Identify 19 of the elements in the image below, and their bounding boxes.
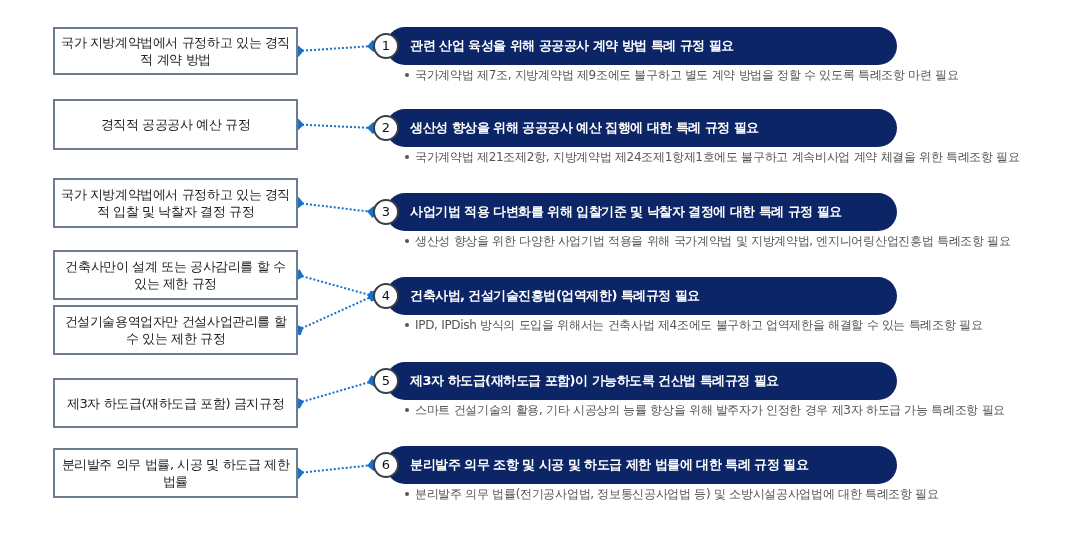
detail-note: 국가계약법 제21조제2항, 지방계약법 제24조제1항제1호에도 불구하고 계속비사업 계약 체결을 위한 특례조항 필요 (415, 149, 1020, 166)
requirement-heading: 제3자 하도급(재하도급 포함)이 가능하도록 건산법 특례규정 필요 (410, 372, 779, 391)
rule-text: 경직적 공공공사 예산 규정 (100, 116, 251, 133)
rule-text: 국가 지방계약법에서 규정하고 있는 경직적 계약 방법 (59, 34, 292, 68)
detail-note: 스마트 건설기술의 활용, 기타 시공상의 능률 향상을 위해 발주자가 인정한 경우 제3자 하도급 가능 특례조항 필요 (415, 402, 1006, 419)
requirement-heading: 생산성 향상을 위해 공공공사 예산 집행에 대한 특례 규정 필요 (410, 119, 759, 138)
detail-note: IPD, IPDish 방식의 도입을 위해서는 건축사법 제4조에도 불구하고 업역제한을 해결할 수 있는 특례조항 필요 (415, 317, 983, 334)
rule-text: 분리발주 의무 법률, 시공 및 하도급 제한 법률 (60, 456, 291, 490)
rule-text: 국가 지방계약법에서 규정하고 있는 경직적 입찰 및 낙찰자 결정 규정 (59, 186, 292, 220)
rule-text: 건축사만이 설계 또는 공사감리를 할 수 있는 제한 규정 (64, 258, 287, 292)
requirement-heading: 관련 산업 육성을 위해 공공공사 계약 방법 특례 규정 필요 (410, 37, 734, 56)
requirement-heading: 분리발주 의무 조항 및 시공 및 하도급 제한 법률에 대한 특례 규정 필요 (410, 456, 809, 475)
requirement-heading: 사업기법 적용 다변화를 위해 입찰기준 및 낙찰자 결정에 대한 특례 규정 필요 (410, 203, 842, 222)
rule-text: 제3자 하도급(재하도급 포함) 금지규정 (66, 394, 285, 412)
detail-note: 국가계약법 제7조, 지방계약법 제9조에도 불구하고 별도 계약 방법을 정할 수 있도록 특례조항 마련 필요 (415, 67, 959, 84)
detail-note: 생산성 향상을 위한 다양한 사업기법 적용을 위해 국가계약법 및 지방계약법, 엔지니어링산업진흥법 특례조항 필요 (415, 233, 1011, 250)
detail-note: 분리발주 의무 법률(전기공사업법, 정보통신공사업법 등) 및 소방시설공사업법에 대한 특례조항 필요 (415, 486, 939, 503)
requirement-heading: 건축사법, 건설기술진흥법(업역제한) 특례규정 필요 (410, 287, 700, 306)
rule-text: 건설기술용역업자만 건설사업관리를 할 수 있는 제한 규정 (63, 313, 288, 347)
